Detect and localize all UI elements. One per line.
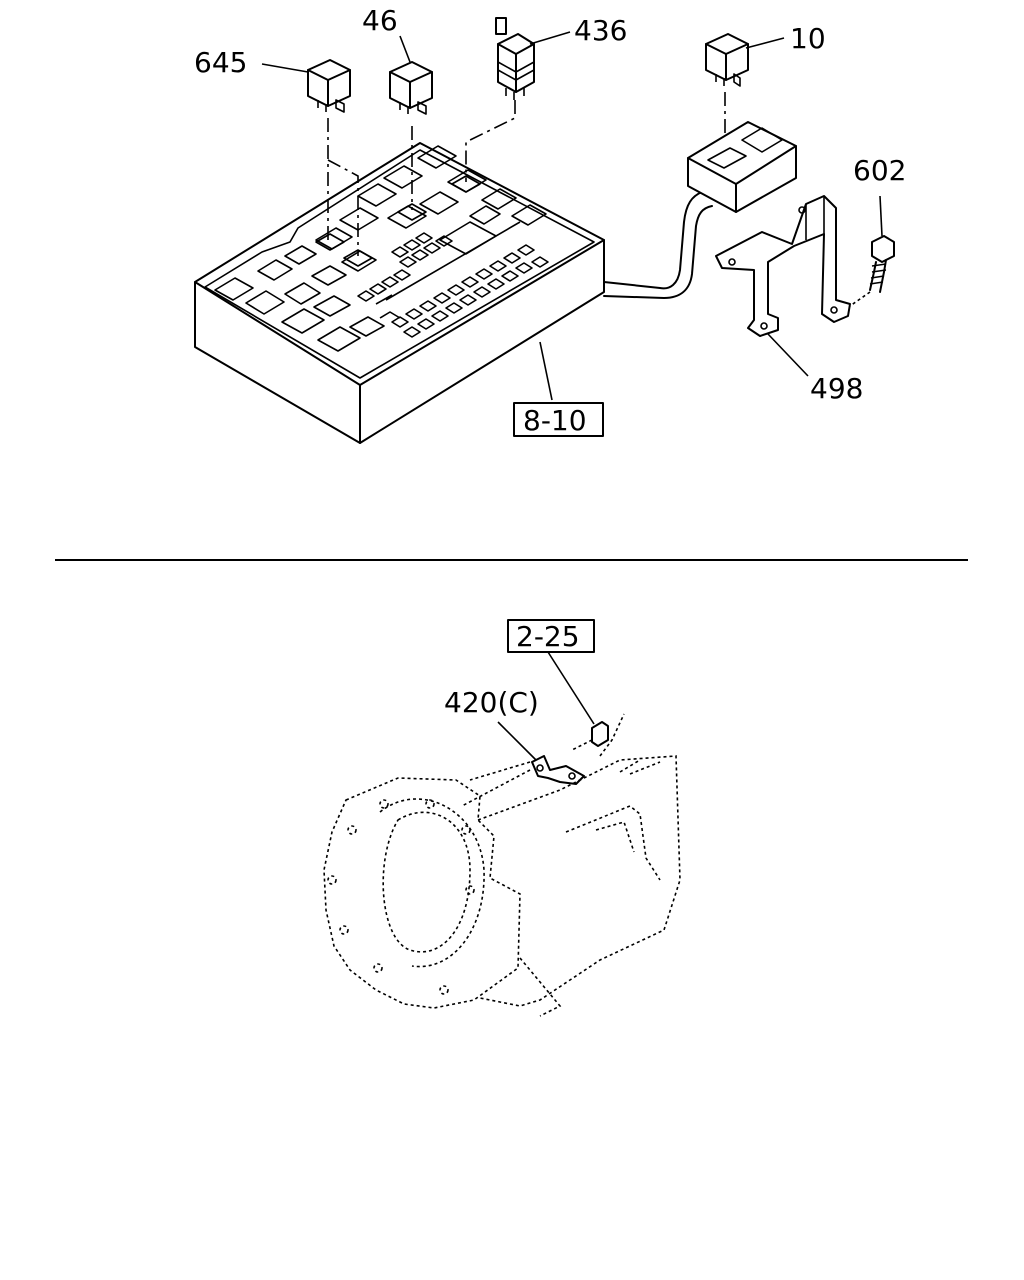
fuse-row (379, 244, 549, 338)
lower-assembly: 2-25 420(C) (323, 619, 681, 1017)
ref-box-2-25-label: 2-25 (516, 620, 580, 653)
bolt-602 (849, 235, 895, 307)
callout-645: 645 (194, 46, 247, 79)
bracket-498 (715, 195, 851, 337)
transmission-bolt (571, 721, 609, 751)
callout-leaders (261, 31, 883, 401)
leader-420c (497, 721, 537, 761)
relay-box (194, 142, 605, 444)
ref-box-8-10[interactable]: 8-10 (513, 402, 604, 437)
callout-10: 10 (790, 22, 826, 55)
callout-46: 46 (362, 4, 398, 37)
ref-box-2-25[interactable]: 2-25 (507, 619, 595, 653)
callout-498: 498 (810, 372, 863, 405)
relay-645 (307, 59, 351, 113)
relay-46 (389, 61, 433, 115)
relay-leaders (327, 92, 726, 256)
callout-436: 436 (574, 14, 627, 47)
upper-assembly: 645 46 436 10 602 498 8-10 (194, 4, 906, 444)
callout-602: 602 (853, 154, 906, 187)
ref-box-8-10-label: 8-10 (523, 404, 587, 437)
leader-2-25 (547, 651, 595, 725)
relay-10 (705, 33, 749, 87)
callout-420c: 420(C) (444, 686, 539, 719)
relay-sub-box (603, 121, 797, 299)
transmission-housing (323, 713, 681, 1017)
relay-436 (495, 17, 535, 100)
